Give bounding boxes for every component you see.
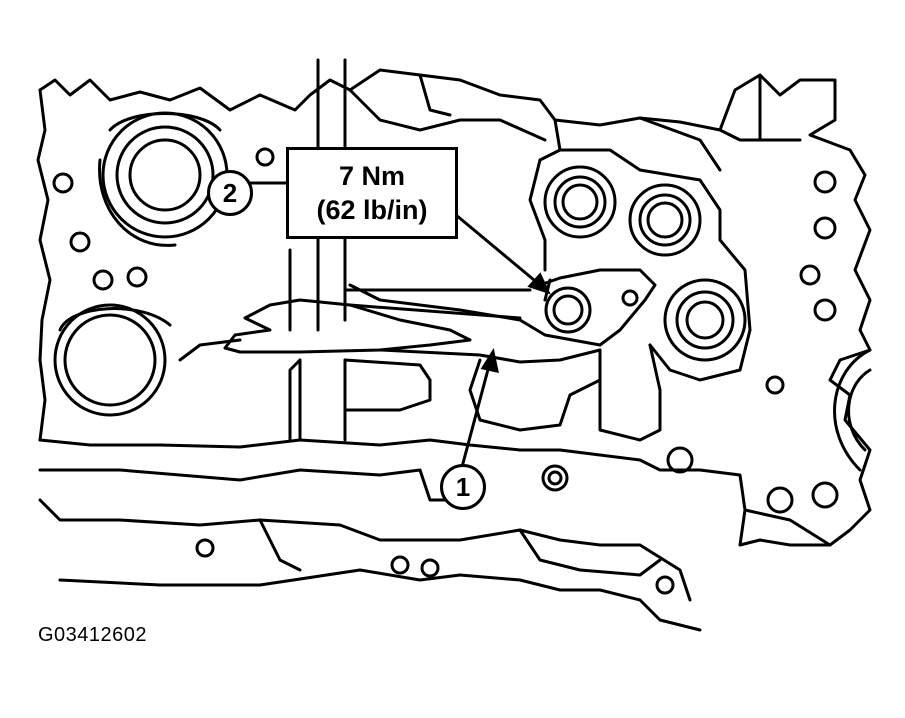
lower-channel-3 xyxy=(58,568,702,632)
callout-1: 1 xyxy=(440,464,486,510)
lower-channel-5 xyxy=(518,528,662,577)
figure-id: G03412602 xyxy=(38,624,148,646)
lower-channel-2 xyxy=(38,498,692,602)
bore-lower-right xyxy=(833,348,872,472)
hole xyxy=(52,172,74,194)
torque-metric: 7 Nm xyxy=(338,161,406,191)
bore-lower-left xyxy=(53,303,167,417)
torque-spec-box: 7 Nm (62 lb/in) xyxy=(286,147,458,239)
bore-right-1 xyxy=(543,165,617,239)
lower-channel-4 xyxy=(258,518,302,572)
callout-2: 2 xyxy=(207,170,253,216)
torque-imperial: (62 lb/in) xyxy=(316,195,428,225)
casting-left-edge xyxy=(36,88,52,442)
bore-right-3 xyxy=(663,278,747,362)
lower-plate xyxy=(38,438,747,547)
leader-callout-1 xyxy=(460,361,492,468)
bolt-head xyxy=(544,286,592,334)
bore-upper-left xyxy=(101,111,229,239)
lower-channel-1 xyxy=(38,468,462,502)
leader-torque xyxy=(455,213,541,287)
bore-right-2 xyxy=(628,183,702,257)
detent-lever xyxy=(223,298,472,354)
